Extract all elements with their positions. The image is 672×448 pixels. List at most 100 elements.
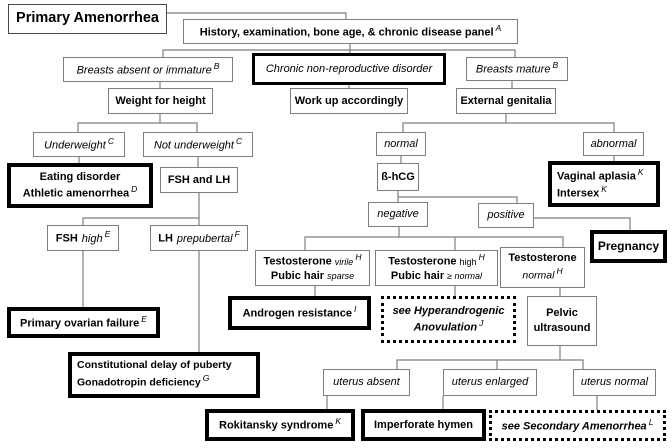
node-rokitansky-syndrome-label: Rokitansky syndrome	[219, 420, 334, 433]
page-title: Primary Amenorrhea	[8, 4, 167, 34]
node-testosterone-virile-l1q: virile	[334, 256, 354, 267]
node-androgen-resistance-sup: I	[354, 304, 357, 315]
node-not-underweight-sup: C	[235, 135, 243, 146]
node-vaginal-aplasia-line2: Intersex	[557, 187, 600, 200]
node-underweight-label: Underweight	[44, 139, 106, 152]
node-testosterone-high-l1: Testosterone	[388, 255, 457, 268]
node-pelvic-ultrasound: Pelvic ultrasound	[527, 296, 597, 346]
node-bhcg-label: ß-hCG	[381, 170, 415, 183]
node-history-panel-sup: A	[495, 22, 502, 33]
node-breasts-absent-sup: B	[213, 60, 220, 71]
node-eating-disorder-line1: Eating disorder	[39, 170, 121, 183]
node-constitutional-delay: Constitutional delay of puberty Gonadotr…	[68, 352, 260, 398]
node-eating-disorder-line2: Athletic amenorrhea	[22, 187, 130, 200]
node-work-up-accordingly: Work up accordingly	[290, 88, 408, 114]
node-genitalia-normal-label: normal	[384, 137, 418, 150]
node-underweight-sup: C	[107, 135, 114, 146]
node-bhcg: ß-hCG	[377, 163, 419, 191]
node-testosterone-virile-l2: Pubic hair	[270, 270, 325, 283]
node-external-genitalia-label: External genitalia	[460, 94, 552, 107]
node-history-panel-label: History, examination, bone age, & chroni…	[199, 26, 494, 39]
node-testosterone-high-l1sup: H	[478, 252, 485, 263]
node-uterus-enlarged: uterus enlarged	[443, 369, 537, 396]
node-breasts-mature-sup: B	[552, 60, 559, 71]
node-uterus-absent: uterus absent	[323, 369, 410, 396]
node-lh-prepubertal-main: LH	[158, 233, 173, 246]
node-see-hyperandrogenic-line2: Anovulation	[413, 321, 478, 334]
node-fsh-high-sup: E	[104, 229, 111, 240]
node-androgen-resistance-label: Androgen resistance	[242, 308, 353, 321]
node-lh-prepubertal-sup: F	[234, 229, 240, 240]
node-imperforate-hymen-label: Imperforate hymen	[373, 418, 474, 431]
node-external-genitalia: External genitalia	[456, 88, 556, 114]
node-testosterone-normal-l2q: normal	[522, 269, 555, 282]
node-work-up-accordingly-label: Work up accordingly	[294, 94, 404, 107]
node-see-hyperandrogenic-sup: J	[479, 318, 484, 329]
node-testosterone-normal-l2sup: H	[556, 266, 563, 276]
node-testosterone-high-l2: Pubic hair	[390, 270, 445, 283]
node-bhcg-positive: positive	[478, 203, 534, 228]
node-constitutional-delay-sup: G	[202, 373, 210, 384]
node-testosterone-high-l1q: high	[459, 256, 477, 267]
node-breasts-mature-label: Breasts mature	[475, 64, 551, 77]
node-uterus-enlarged-label: uterus enlarged	[451, 376, 529, 389]
node-constitutional-delay-line2: Gonadotropin deficiency	[77, 376, 201, 389]
node-uterus-normal-label: uterus normal	[580, 376, 649, 389]
node-chronic-disorder-label: Chronic non-reproductive disorder	[265, 62, 433, 75]
node-constitutional-delay-line1: Constitutional delay of puberty	[77, 359, 232, 372]
node-weight-for-height: Weight for height	[108, 88, 213, 114]
node-see-secondary-amenorrhea-label: see Secondary Amenorrhea	[501, 420, 647, 433]
page-title-label: Primary Amenorrhea	[16, 10, 159, 27]
node-vaginal-aplasia-sup1: K	[637, 166, 644, 177]
node-testosterone-virile-l1: Testosterone	[263, 255, 332, 268]
node-bhcg-negative: negative	[368, 202, 428, 227]
node-rokitansky-syndrome-sup: K	[335, 416, 341, 427]
node-eating-disorder-sup: D	[131, 184, 138, 195]
node-primary-ovarian-failure-label: Primary ovarian failure	[20, 317, 140, 330]
node-testosterone-normal-l1: Testosterone	[508, 252, 577, 265]
node-history-panel: History, examination, bone age, & chroni…	[183, 19, 518, 44]
node-fsh-and-lh-label: FSH and LH	[167, 173, 231, 186]
node-genitalia-abnormal: abnormal	[583, 132, 644, 156]
node-testosterone-virile-l1sup: H	[355, 252, 362, 263]
node-pelvic-ultrasound-line2: ultrasound	[533, 322, 591, 334]
node-not-underweight-label: Not underweight	[153, 139, 234, 152]
node-imperforate-hymen: Imperforate hymen	[361, 409, 486, 441]
node-weight-for-height-label: Weight for height	[115, 94, 206, 107]
node-genitalia-normal: normal	[376, 132, 426, 156]
node-see-hyperandrogenic-line1: see Hyperandrogenic	[392, 304, 505, 317]
node-pregnancy: Pregnancy	[590, 230, 667, 263]
node-fsh-and-lh: FSH and LH	[160, 167, 238, 193]
node-uterus-absent-label: uterus absent	[333, 376, 400, 389]
node-vaginal-aplasia-line1: Vaginal aplasia	[557, 170, 636, 183]
node-fsh-high-main: FSH	[55, 233, 78, 246]
node-uterus-normal: uterus normal	[573, 369, 656, 396]
node-bhcg-negative-label: negative	[377, 208, 419, 221]
node-bhcg-positive-label: positive	[487, 209, 525, 222]
node-pelvic-ultrasound-line1: Pelvic	[546, 307, 578, 320]
node-primary-ovarian-failure-sup: E	[141, 313, 147, 324]
node-breasts-absent-label: Breasts absent or immature	[76, 64, 212, 77]
node-genitalia-abnormal-label: abnormal	[590, 137, 637, 150]
node-lh-prepubertal-qualifier: prepubertal	[176, 233, 233, 246]
node-testosterone-virile-l2q: sparse	[327, 271, 355, 282]
node-vaginal-aplasia-sup2: K	[601, 184, 607, 194]
node-pregnancy-label: Pregnancy	[597, 238, 660, 253]
node-testosterone-high-l2q: ≥ normal	[447, 271, 483, 282]
